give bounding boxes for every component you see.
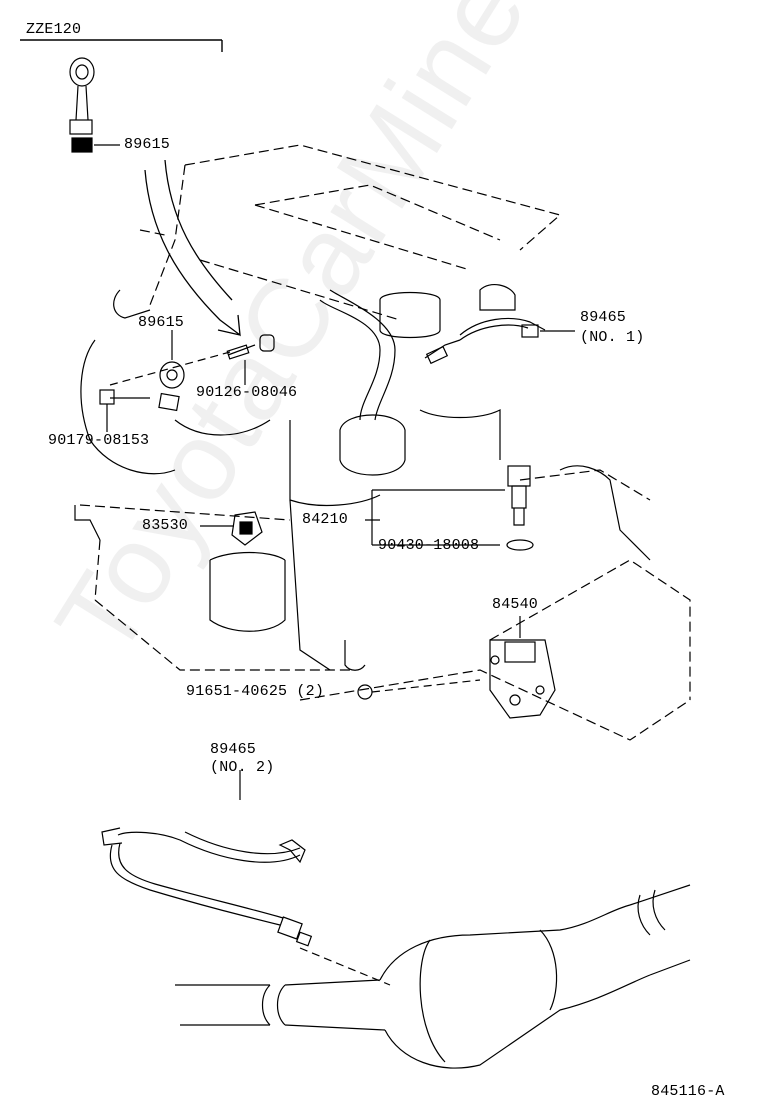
- label-89615-top: 89615: [124, 136, 171, 153]
- label-89465-no2: 89465: [210, 741, 257, 758]
- diagram-id: 845116-A: [651, 1083, 725, 1100]
- label-84210: 84210: [302, 511, 349, 528]
- model-label: ZZE120: [26, 21, 82, 38]
- engine-block-outline: [79, 144, 691, 741]
- knock-sensor-top-drawing: [69, 57, 120, 153]
- label-no1-tag: (NO. 1): [580, 329, 645, 346]
- label-89615-mid: 89615: [138, 314, 185, 331]
- knock-sensor-mid-drawing: [99, 330, 275, 432]
- label-91651-40625: 91651-40625 (2): [186, 683, 325, 700]
- o2-sensor-no2-drawing: [101, 770, 391, 986]
- label-90430-18008: 90430-18008: [378, 537, 480, 554]
- label-no2-tag: (NO. 2): [210, 759, 275, 776]
- label-89465-no1: 89465: [580, 309, 627, 326]
- exhaust-pipe-drawing: [175, 884, 691, 1069]
- sensor-83530-drawing: [200, 511, 263, 546]
- label-90126-08046: 90126-08046: [196, 384, 298, 401]
- label-84540: 84540: [492, 596, 539, 613]
- label-83530: 83530: [142, 517, 189, 534]
- switch-84540-drawing: [489, 616, 556, 719]
- engine-body: [74, 283, 651, 671]
- pointer-arrow: [144, 169, 241, 337]
- label-90179-08153: 90179-08153: [48, 432, 150, 449]
- nut-91651-drawing: [357, 679, 481, 700]
- o2-sensor-no1-drawing: [424, 317, 575, 365]
- sensor-84210-drawing: [365, 465, 534, 551]
